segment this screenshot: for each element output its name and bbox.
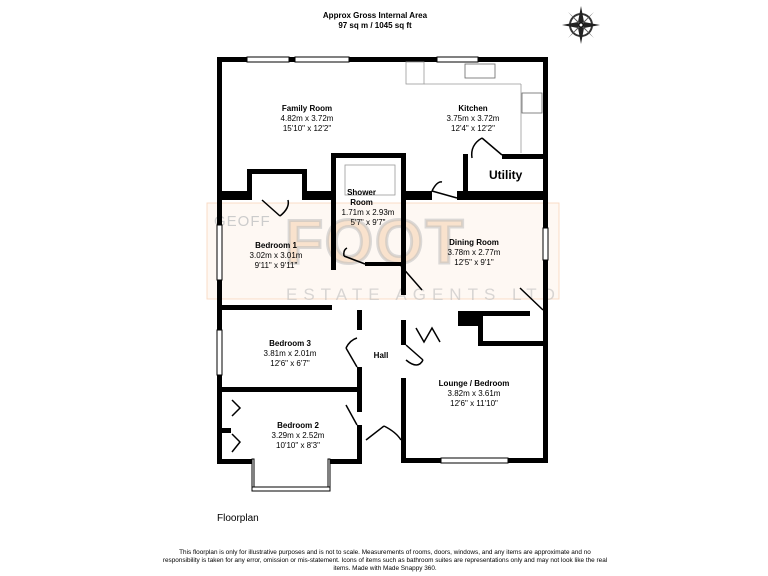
room-bedroom-2: Bedroom 2 3.29m x 2.52m 10'10" x 8'3" — [272, 421, 325, 451]
room-name: Bedroom 2 — [277, 421, 319, 430]
room-metric: 1.71m x 2.93m — [341, 208, 395, 217]
room-family-room: Family Room 4.82m x 3.72m 15'10" x 12'2" — [281, 104, 334, 134]
room-metric: 4.82m x 3.72m — [280, 114, 334, 123]
room-kitchen: Kitchen 3.75m x 3.72m 12'4" x 12'2" — [447, 104, 500, 134]
floorplan-caption: Floorplan — [217, 513, 259, 524]
room-imperial: 12'6" x 6'7" — [270, 359, 310, 368]
room-imperial: 12'5" x 9'1" — [454, 258, 494, 267]
room-hall: Hall — [374, 351, 389, 361]
room-metric: 3.29m x 2.52m — [271, 431, 325, 440]
room-name: Shower Room — [347, 188, 376, 207]
room-bedroom-1: Bedroom 1 3.02m x 3.01m 9'11" x 9'11" — [250, 241, 303, 271]
room-lounge-bedroom: Lounge / Bedroom 3.82m x 3.61m 12'6" x 1… — [439, 379, 510, 409]
room-imperial: 12'4" x 12'2" — [451, 124, 495, 133]
room-shower-room: Shower Room 1.71m x 2.93m 5'7" x 9'7" — [342, 188, 395, 228]
room-name: Bedroom 3 — [269, 339, 311, 348]
room-imperial: 12'6" x 11'10" — [450, 399, 498, 408]
room-bedroom-3: Bedroom 3 3.81m x 2.01m 12'6" x 6'7" — [264, 339, 317, 369]
room-name: Bedroom 1 — [255, 241, 297, 250]
room-metric: 3.82m x 3.61m — [447, 389, 501, 398]
room-metric: 3.81m x 2.01m — [263, 349, 317, 358]
room-name: Lounge / Bedroom — [438, 379, 510, 388]
watermark-geoff: GEOFF — [214, 213, 271, 230]
room-metric: 3.02m x 3.01m — [249, 251, 303, 260]
disclaimer: This floorplan is only for illustrative … — [162, 549, 608, 572]
room-metric: 3.75m x 3.72m — [446, 114, 500, 123]
room-imperial: 9'11" x 9'11" — [254, 261, 298, 270]
watermark-estate-agents: ESTATE AGENTS LTD — [286, 285, 561, 304]
gross-area-value: 97 sq m / 1045 sq ft — [338, 21, 412, 30]
room-utility: Utility — [489, 168, 523, 182]
room-metric: 3.78m x 2.77m — [447, 248, 501, 257]
gross-area-title: Approx Gross Internal Area 97 sq m / 104… — [300, 11, 450, 31]
room-name: Dining Room — [449, 238, 499, 247]
room-name: Kitchen — [458, 104, 488, 113]
compass-icon — [562, 6, 600, 44]
room-imperial: 15'10" x 12'2" — [282, 124, 332, 133]
gross-area-label: Approx Gross Internal Area — [322, 11, 428, 20]
room-name: Hall — [373, 351, 389, 360]
room-name: Family Room — [281, 104, 333, 113]
room-imperial: 5'7" x 9'7" — [350, 218, 386, 227]
room-dining-room: Dining Room 3.78m x 2.77m 12'5" x 9'1" — [448, 238, 501, 268]
room-imperial: 10'10" x 8'3" — [276, 441, 320, 450]
